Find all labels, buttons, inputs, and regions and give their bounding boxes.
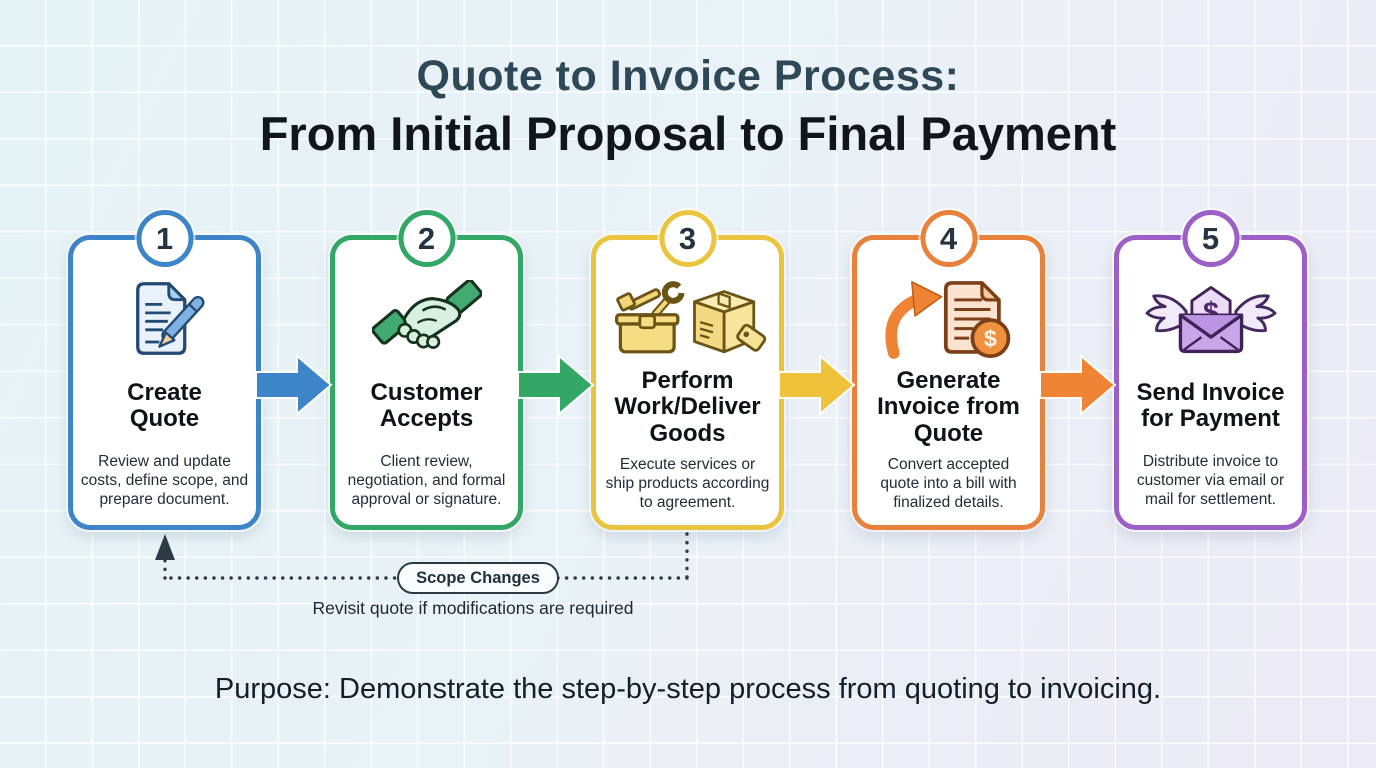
- step-description: Distribute invoice to customer via email…: [1136, 453, 1285, 508]
- page-title: Quote to Invoice Process: From Initial P…: [0, 49, 1376, 162]
- step-description: Review and update costs, define scope, a…: [80, 453, 249, 508]
- flow-arrow-2: [518, 353, 596, 417]
- step-number-badge: 3: [659, 210, 716, 267]
- step-number-badge: 1: [136, 210, 193, 267]
- step-title: Send Invoice for Payment: [1136, 378, 1285, 432]
- feedback-caption: Revisit quote if modifications are requi…: [312, 598, 634, 618]
- step-title: Perform Work/Deliver Goods: [614, 367, 761, 447]
- purpose-statement: Purpose: Demonstrate the step-by-step pr…: [214, 673, 1162, 705]
- step-title: Create Quote: [127, 378, 202, 432]
- step-card-send-invoice: 5 $ Send Invoice for Payment Distribute …: [1114, 210, 1307, 530]
- page-title-line1: Quote to Invoice Process:: [416, 52, 960, 100]
- step-description: Client review, negotiation, and formal a…: [347, 453, 506, 508]
- step-title: Customer Accepts: [370, 378, 483, 432]
- flow-arrow-4: [1040, 353, 1118, 417]
- flow-arrow-3: [779, 353, 857, 417]
- page-title-line2: From Initial Proposal to Final Payment: [259, 106, 1117, 160]
- invoice-coin-arrow-icon: $: [857, 270, 1040, 366]
- document-pencil-icon: [73, 270, 256, 366]
- step-number-badge: 4: [920, 210, 977, 267]
- winged-envelope-dollar-icon: $: [1119, 270, 1302, 366]
- step-number-badge: 2: [398, 210, 455, 267]
- step-description: Execute services or ship products accord…: [605, 456, 770, 511]
- step-card-perform-work: 3: [591, 210, 784, 530]
- feedback-arrowhead: [155, 534, 175, 560]
- svg-text:$: $: [983, 325, 996, 351]
- step-number-badge: 5: [1182, 210, 1239, 267]
- flow-arrow-1: [256, 353, 334, 417]
- scope-changes-label: Scope Changes: [397, 562, 559, 594]
- handshake-icon: [335, 270, 518, 366]
- toolbox-package-icon: [596, 270, 779, 366]
- step-description: Convert accepted quote into a bill with …: [880, 456, 1017, 511]
- step-card-generate-invoice: 4 $ Generate Invoice from Quote Convert …: [852, 210, 1045, 530]
- step-card-create-quote: 1 Create Quote Review and update costs, …: [68, 210, 261, 530]
- step-title: Generate Invoice from Quote: [877, 367, 1020, 447]
